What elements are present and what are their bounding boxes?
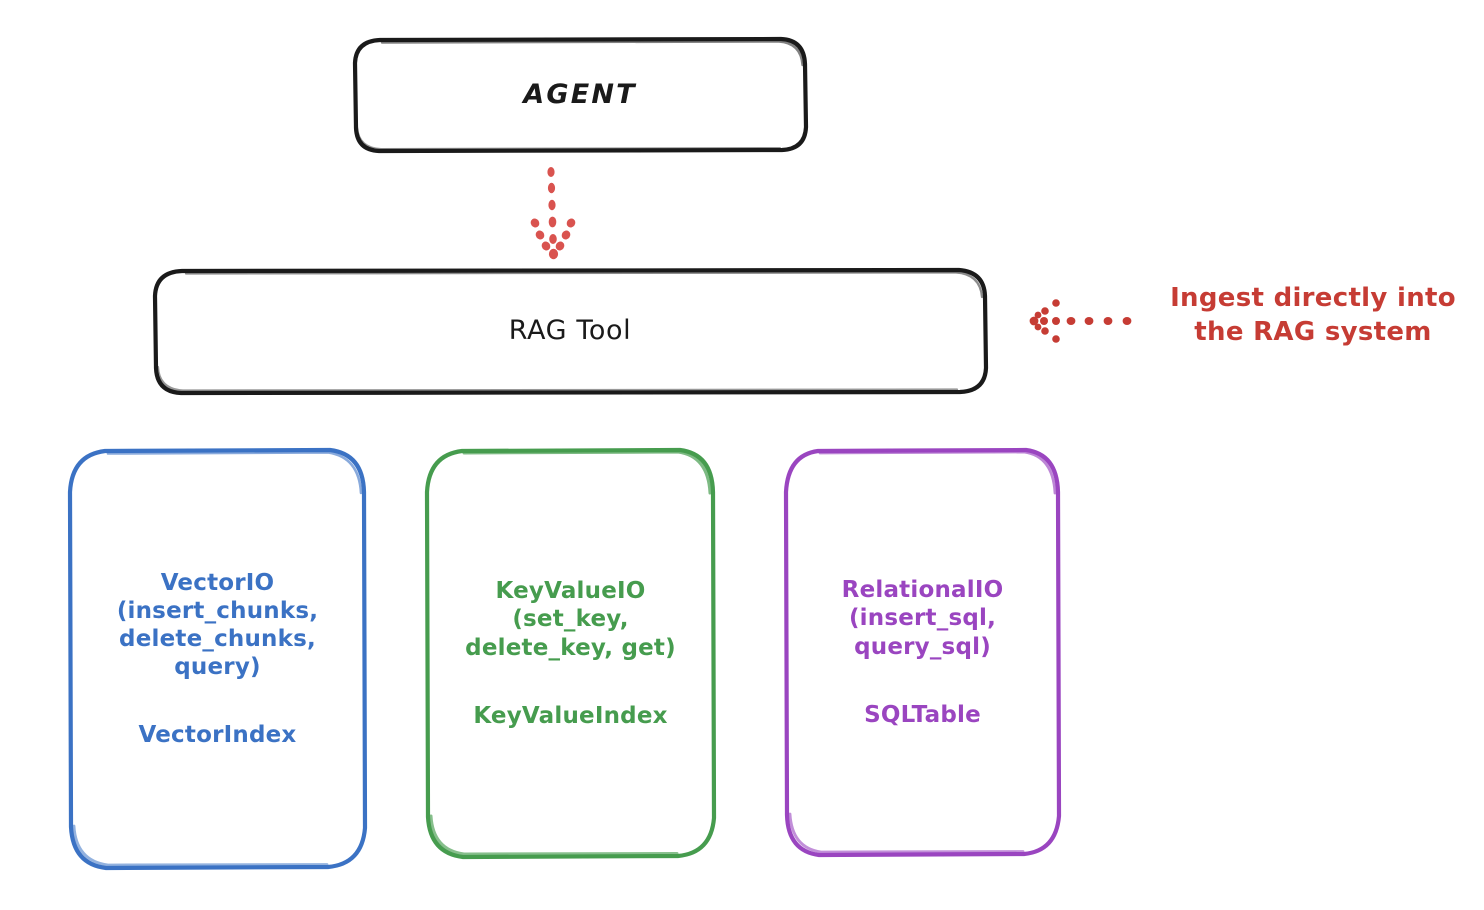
sql-table-label: SQLTable xyxy=(864,701,981,728)
ingest-connector-arrow xyxy=(1029,299,1132,343)
relational-io-node[interactable]: RelationalIO (insert_sql, query_sql) SQL… xyxy=(786,450,1059,855)
ingest-annotation-text: Ingest directly into the RAG system xyxy=(1170,283,1456,347)
agent-label: AGENT xyxy=(523,78,637,110)
agent-node[interactable]: AGENT xyxy=(355,39,805,151)
vector-index-label: VectorIndex xyxy=(138,722,297,749)
rag-tool-node[interactable]: RAG Tool xyxy=(155,270,985,393)
vector-io-interface-label: VectorIO (insert_chunks, delete_chunks, … xyxy=(116,569,319,681)
agent-to-rag-tool-connector xyxy=(530,167,576,260)
relational-io-interface-label: RelationalIO (insert_sql, query_sql) xyxy=(841,577,1004,660)
key-value-index-label: KeyValueIndex xyxy=(473,702,668,729)
key-value-io-interface-label: KeyValueIO (set_key, delete_key, get) xyxy=(465,578,676,661)
rag-tool-label: RAG Tool xyxy=(508,315,632,347)
key-value-io-node[interactable]: KeyValueIO (set_key, delete_key, get) Ke… xyxy=(427,450,714,857)
vector-io-node[interactable]: VectorIO (insert_chunks, delete_chunks, … xyxy=(70,450,365,868)
